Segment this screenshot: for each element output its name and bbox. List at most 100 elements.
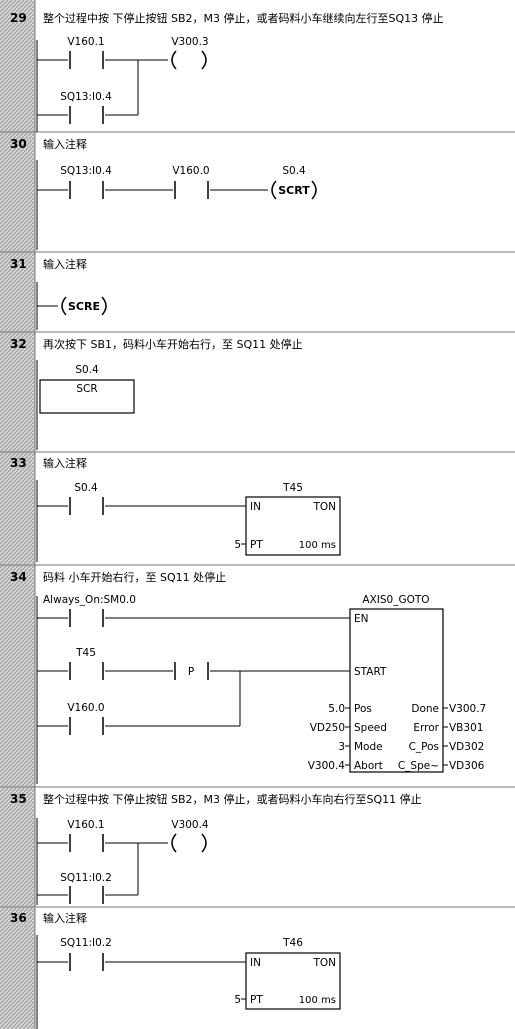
network-number: 36: [10, 911, 27, 925]
output-coil[interactable]: [171, 833, 207, 853]
scrt-coil[interactable]: SCRT: [271, 180, 317, 200]
timer-resolution: 100 ms: [299, 540, 336, 551]
network-number: 32: [10, 337, 27, 351]
output-pin: Done: [411, 703, 439, 715]
coil-instruction: SCRE: [68, 300, 100, 313]
timer-type: TON: [312, 501, 336, 513]
pt-value: 5: [234, 539, 241, 551]
input-value: VD250: [310, 722, 345, 734]
contact-address: V160.1: [67, 36, 104, 48]
positive-edge-contact[interactable]: P: [174, 662, 209, 680]
network-36[interactable]: 36 输入注释 SQ11:I0.2 T46 IN TON 5 PT 100 ms: [10, 911, 341, 1029]
timer-in-pin: IN: [250, 501, 261, 513]
coil-address: V300.3: [171, 36, 208, 48]
scre-coil[interactable]: SCRE: [61, 296, 107, 316]
input-value: 5.0: [328, 703, 345, 715]
output-value: VD306: [449, 760, 485, 772]
axis-goto-block[interactable]: [349, 608, 444, 773]
timer-address: T45: [282, 482, 303, 494]
contact-address: S0.4: [74, 482, 98, 494]
scr-title: SCR: [76, 383, 97, 395]
contact-address: V160.1: [67, 819, 104, 831]
output-pin: Error: [413, 722, 439, 734]
timer-address: T46: [282, 937, 303, 949]
network-comment[interactable]: 整个过程中按 下停止按钮 SB2，M3 停止，或者码料小车继续向左行至SQ13 …: [43, 11, 444, 25]
network-comment[interactable]: 码料 小车开始右行，至 SQ11 处停止: [43, 570, 226, 584]
contact-address: V160.0: [172, 165, 209, 177]
output-pin: C_Spe~: [398, 760, 439, 772]
network-comment[interactable]: 输入注释: [43, 911, 87, 925]
network-number: 31: [10, 257, 27, 271]
contact-no[interactable]: [69, 834, 104, 852]
contact-no[interactable]: [69, 51, 104, 69]
network-comment[interactable]: 整个过程中按 下停止按钮 SB2，M3 停止，或者码料小车向右行至SQ11 停止: [43, 792, 422, 806]
input-value: V300.4: [308, 760, 346, 772]
network-35[interactable]: 35 整个过程中按 下停止按钮 SB2，M3 停止，或者码料小车向右行至SQ11…: [10, 792, 422, 905]
output-value: VD302: [449, 741, 484, 753]
output-pin: C_Pos: [409, 741, 439, 753]
output-coil[interactable]: [171, 50, 207, 70]
start-pin: START: [354, 666, 387, 678]
input-value: 3: [338, 741, 345, 753]
block-title: AXIS0_GOTO: [362, 594, 429, 606]
network-33[interactable]: 33 输入注释 S0.4 T45 IN TON 5 PT 100 ms: [10, 456, 341, 562]
network-number: 35: [10, 792, 27, 806]
network-comment[interactable]: 输入注释: [43, 257, 87, 271]
contact-address: SQ13:I0.4: [60, 91, 112, 103]
contact-no[interactable]: [69, 609, 104, 627]
contact-no[interactable]: [174, 181, 209, 199]
contact-address: SQ11:I0.2: [60, 937, 112, 949]
contact-address: SQ11:I0.2: [60, 872, 112, 884]
timer-block[interactable]: [245, 952, 341, 1010]
contact-address: SQ13:I0.4: [60, 165, 112, 177]
contact-address: V160.0: [67, 702, 104, 714]
input-pin: Pos: [354, 703, 372, 715]
scr-address: S0.4: [75, 364, 99, 376]
output-value: V300.7: [449, 703, 486, 715]
timer-block[interactable]: [245, 496, 341, 556]
contact-no[interactable]: [69, 886, 104, 904]
contact-no[interactable]: [69, 497, 104, 515]
pt-value: 5: [234, 994, 241, 1006]
network-34[interactable]: 34 码料 小车开始右行，至 SQ11 处停止 Always_On:SM0.0 …: [10, 570, 486, 784]
network-comment[interactable]: 再次按下 SB1，码料小车开始右行，至 SQ11 处停止: [43, 337, 303, 351]
network-comment[interactable]: 输入注释: [43, 137, 87, 151]
timer-type: TON: [312, 957, 336, 969]
coil-address: S0.4: [282, 165, 306, 177]
pt-pin: PT: [250, 994, 263, 1006]
input-pin: Mode: [354, 741, 383, 753]
en-pin: EN: [354, 613, 369, 625]
pt-pin: PT: [250, 539, 263, 551]
network-number: 29: [10, 11, 27, 25]
network-comment[interactable]: 输入注释: [43, 456, 87, 470]
contact-address: Always_On:SM0.0: [43, 594, 136, 606]
contact-no[interactable]: [69, 662, 104, 680]
contact-no[interactable]: [69, 181, 104, 199]
network-number: 34: [10, 570, 27, 584]
input-pin: Speed: [354, 722, 387, 734]
output-value: VB301: [449, 722, 483, 734]
network-number: 30: [10, 137, 27, 151]
contact-no[interactable]: [69, 953, 104, 971]
left-gutter: [0, 0, 35, 1029]
edge-label: P: [188, 666, 194, 678]
input-pin: Abort: [354, 760, 383, 772]
timer-in-pin: IN: [250, 957, 261, 969]
network-31[interactable]: 31 输入注释 SCRE: [10, 257, 107, 330]
timer-resolution: 100 ms: [299, 995, 336, 1006]
network-32[interactable]: 32 再次按下 SB1，码料小车开始右行，至 SQ11 处停止 S0.4 SCR: [10, 337, 303, 450]
network-30[interactable]: 30 输入注释 SQ13:I0.4 V160.0 SCRT S0.4: [10, 137, 317, 250]
network-29[interactable]: 29 整个过程中按 下停止按钮 SB2，M3 停止，或者码料小车继续向左行至SQ…: [10, 11, 444, 132]
network-separators: [0, 131, 515, 908]
coil-instruction: SCRT: [278, 184, 310, 197]
contact-no[interactable]: [69, 106, 104, 124]
contact-no[interactable]: [69, 717, 104, 735]
coil-address: V300.4: [171, 819, 209, 831]
contact-address: T45: [75, 647, 96, 659]
network-number: 33: [10, 456, 27, 470]
scr-box[interactable]: [39, 379, 135, 414]
